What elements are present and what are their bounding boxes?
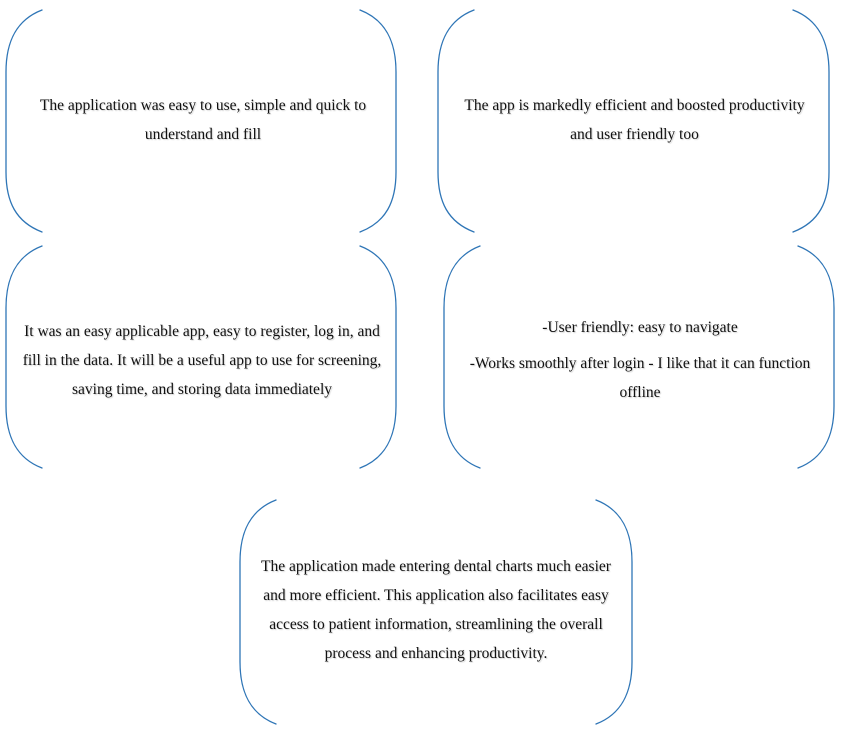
- feedback-card-4: -User friendly: easy to navigate -Works …: [460, 300, 820, 420]
- feedback-card-3: It was an easy applicable app, easy to r…: [22, 300, 382, 420]
- card-5-text: The application made entering dental cha…: [261, 558, 611, 662]
- card-3-text: It was an easy applicable app, easy to r…: [22, 322, 382, 398]
- feedback-card-2: The app is markedly efficient and booste…: [462, 80, 807, 160]
- card-4-line-1: -User friendly: easy to navigate: [542, 319, 738, 336]
- card-2-text: The app is markedly efficient and booste…: [464, 97, 805, 143]
- card-1-text: The application was easy to use, simple …: [39, 97, 367, 143]
- feedback-card-1: The application was easy to use, simple …: [28, 80, 378, 160]
- card-4-line-2: -Works smoothly after login - I like tha…: [469, 355, 811, 401]
- feedback-card-5: The application made entering dental cha…: [255, 535, 617, 685]
